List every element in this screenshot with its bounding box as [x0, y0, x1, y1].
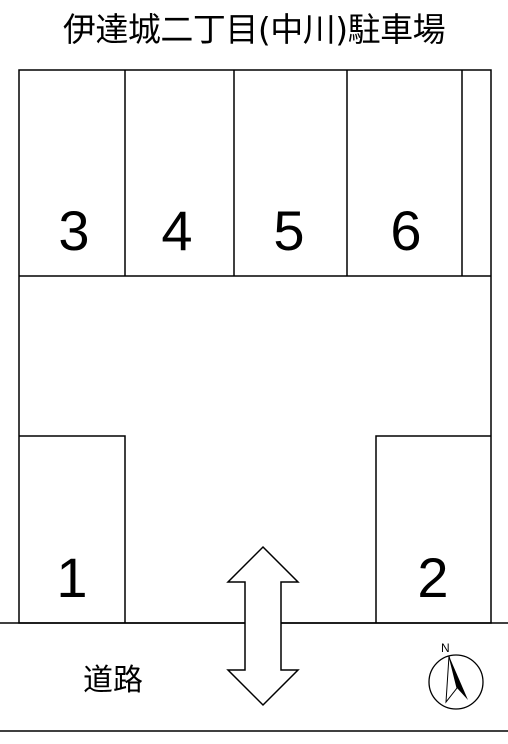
space-number-6: 6	[390, 199, 421, 262]
road-label: 道路	[83, 663, 143, 698]
lot-outline	[18, 69, 492, 624]
space-number-2: 2	[417, 546, 448, 609]
bottom-spaces	[19, 435, 491, 623]
compass-north-label: N	[441, 641, 450, 655]
entrance-arrow-icon	[226, 545, 300, 707]
space-number-5: 5	[273, 199, 304, 262]
space-number-4: 4	[161, 199, 192, 262]
top-row	[19, 70, 491, 277]
page-title: 伊達城二丁目(中川)駐車場	[62, 10, 446, 49]
space-number-1: 1	[56, 546, 87, 609]
space-number-3: 3	[58, 199, 89, 262]
compass-icon: N	[428, 641, 484, 710]
